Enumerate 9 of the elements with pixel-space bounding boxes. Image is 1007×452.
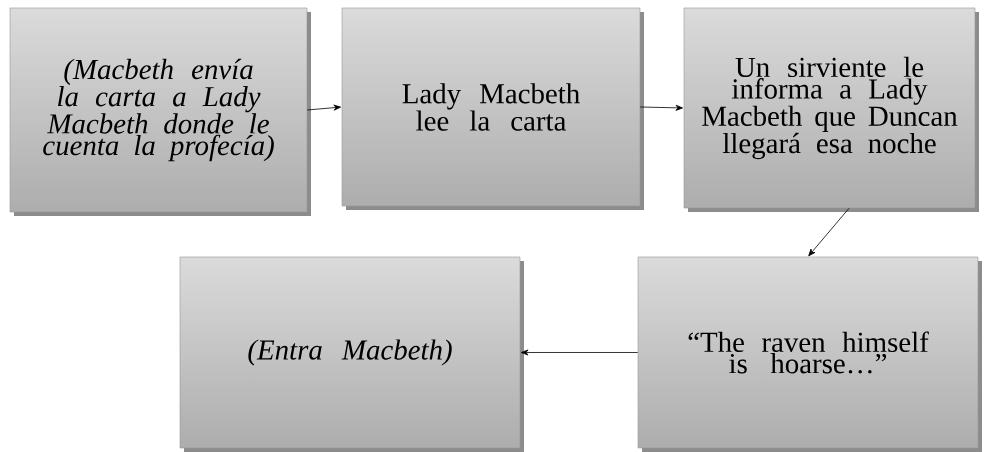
- arrow: [306, 104, 341, 111]
- arrow: [521, 349, 639, 356]
- process-box: “The raven himself is hoarse…”: [637, 256, 982, 452]
- process-box: Lady Macbeth lee la carta: [341, 7, 644, 210]
- process-box: (Entra Macbeth): [179, 256, 524, 452]
- process-box: Un sirviente le informa a Lady Macbeth que Duncan llegará esa noche: [683, 7, 979, 212]
- arrow: [808, 207, 850, 257]
- process-box: (Macbeth envía la carta a Lady Macbeth donde le cuenta la profecía): [9, 7, 311, 216]
- arrow: [639, 104, 683, 111]
